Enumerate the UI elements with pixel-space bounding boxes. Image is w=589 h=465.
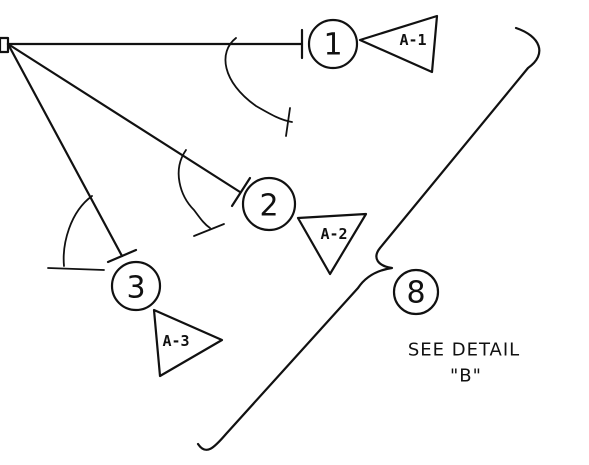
dimension-arc-3 <box>62 195 93 267</box>
connector-line-2 <box>6 42 242 194</box>
group-8-circle <box>392 268 440 316</box>
node-1-tag-label: A-1 <box>399 31 426 49</box>
node-1-label: 1 <box>323 28 342 63</box>
node-2-tag-label: A-2 <box>320 225 347 243</box>
node-2-circle <box>241 176 297 232</box>
terminal-tick-3 <box>106 248 138 264</box>
dimension-tick-1 <box>285 107 291 137</box>
dimension-arc-2 <box>177 149 211 229</box>
dimension-tick-2 <box>193 223 225 237</box>
detail-note-line1: SEE DETAIL <box>408 340 520 361</box>
terminal-tick-2 <box>230 176 252 208</box>
group-8: 8 <box>392 268 440 316</box>
group-8-label: 8 <box>406 276 425 311</box>
node-1-tag-triangle <box>358 14 439 74</box>
connector-line-3 <box>6 42 124 258</box>
node-2-tag-triangle <box>296 212 368 276</box>
node-3-tag-triangle <box>152 308 224 378</box>
grouping-brace <box>196 26 541 451</box>
node-1-circle <box>307 18 359 70</box>
node-2-label: 2 <box>259 189 278 224</box>
dimension-arc-1 <box>224 37 293 123</box>
node-3: 3 A-3 <box>110 260 224 378</box>
node-3-circle <box>110 260 162 312</box>
node-3-tag-label: A-3 <box>162 332 189 350</box>
detail-note-line2: "B" <box>450 366 482 387</box>
source-terminal <box>0 36 10 54</box>
node-1: 1 A-1 <box>307 14 439 74</box>
dimension-tick-3 <box>47 267 105 271</box>
node-2: 2 A-2 <box>241 176 368 276</box>
node-3-label: 3 <box>126 271 145 306</box>
